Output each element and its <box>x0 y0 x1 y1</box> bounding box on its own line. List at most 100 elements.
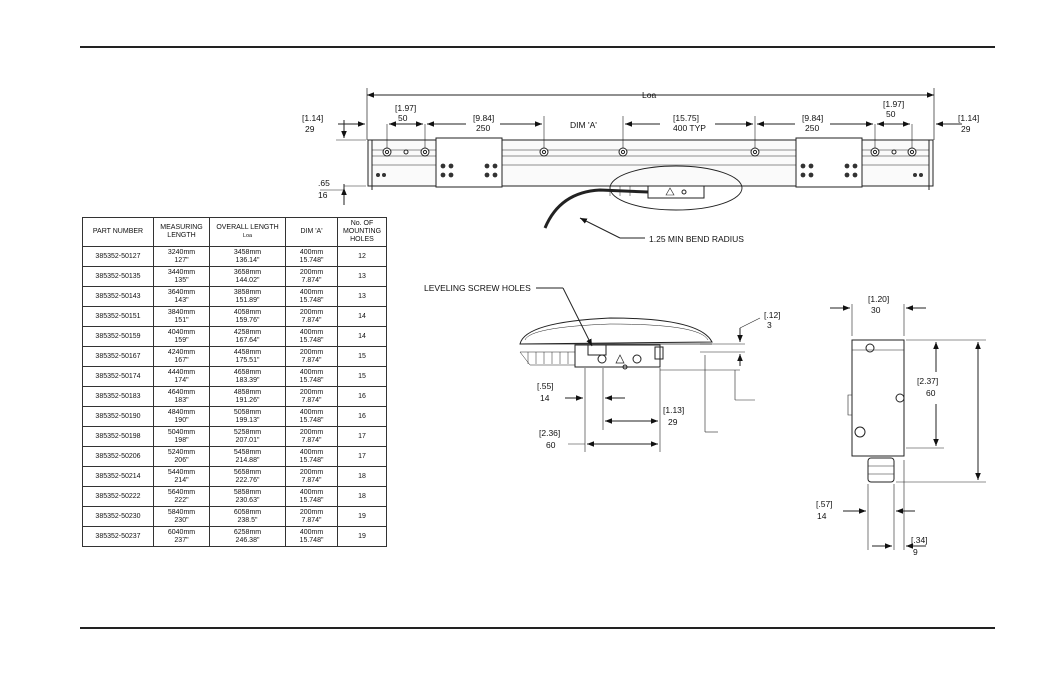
dim-a-in: 7.874" <box>301 476 322 484</box>
dim-a-in: 15.748" <box>299 536 324 544</box>
measuring-mm: 4040mm <box>167 328 196 336</box>
overall-in: 199.13" <box>235 416 260 424</box>
col-mounting-holes: No. OF MOUNTING HOLES <box>337 217 387 247</box>
overall-in: 207.01" <box>235 436 260 444</box>
part-number-cell: 385352-50230 <box>82 506 154 527</box>
part-number-cell: 385352-50190 <box>82 406 154 427</box>
overall-mm: 6258mm <box>233 528 262 536</box>
measuring-in: 174" <box>174 376 189 384</box>
col-overall-length-label: OVERALL LENGTH <box>216 224 279 231</box>
right-pitch-in: [9.84] <box>802 113 823 123</box>
overall-mm: 4058mm <box>233 308 262 316</box>
height-mm: 16 <box>318 190 328 200</box>
col-part-number: PART NUMBER <box>82 217 154 247</box>
mounting-holes-cell: 18 <box>337 466 387 487</box>
reading-head-end-view <box>830 304 986 550</box>
d57-mm: 14 <box>817 511 827 521</box>
right-pitch-mm: 250 <box>805 123 819 133</box>
dim-a-mm: 200mm <box>299 508 324 516</box>
bottom-rule <box>80 627 995 629</box>
dim-a-in: 7.874" <box>301 396 322 404</box>
mounting-holes-cell: 19 <box>337 506 387 527</box>
bend-radius-label: 1.25 MIN BEND RADIUS <box>649 234 744 244</box>
dim-a-in: 15.748" <box>299 456 324 464</box>
right-end-mm: 29 <box>961 124 971 134</box>
measuring-mm: 5840mm <box>167 508 196 516</box>
dim-a-label: DIM 'A' <box>570 120 597 130</box>
dim-a-mm: 400mm <box>299 408 324 416</box>
overall-in: 151.89" <box>235 296 260 304</box>
left-end-in: [1.14] <box>302 113 323 123</box>
d55-mm: 14 <box>540 393 550 403</box>
col-dim-a: DIM 'A' <box>285 217 338 247</box>
left-pitch-in: [9.84] <box>473 113 494 123</box>
d237-in: [2.37] <box>917 376 938 386</box>
part-number-cell: 385352-50159 <box>82 326 154 347</box>
dim-a-mm: 200mm <box>299 388 324 396</box>
mounting-holes-cell: 14 <box>337 326 387 347</box>
left-pitch-mm: 250 <box>476 123 490 133</box>
dim-a-mm: 400mm <box>299 528 324 536</box>
measuring-mm: 3840mm <box>167 308 196 316</box>
dim-a-mm: 200mm <box>299 348 324 356</box>
overall-mm: 3458mm <box>233 248 262 256</box>
part-number-cell: 385352-50127 <box>82 246 154 267</box>
dim-a-in: 7.874" <box>301 436 322 444</box>
dim-a-mm: 200mm <box>299 468 324 476</box>
measuring-in: 143" <box>174 296 189 304</box>
top-rule <box>80 46 995 48</box>
measuring-in: 167" <box>174 356 189 364</box>
left-end-mm: 29 <box>305 124 315 134</box>
right-hole-mm: 50 <box>886 109 896 119</box>
dim-a-mm: 400mm <box>299 328 324 336</box>
mounting-holes-cell: 17 <box>337 446 387 467</box>
d113-mm: 29 <box>668 417 678 427</box>
measuring-in: 222" <box>174 496 189 504</box>
mounting-holes-cell: 18 <box>337 486 387 507</box>
part-number-cell: 385352-50222 <box>82 486 154 507</box>
col-measuring-length: MEASURING LENGTH <box>153 217 210 247</box>
measuring-in: 127" <box>174 256 189 264</box>
measuring-mm: 4440mm <box>167 368 196 376</box>
right-end-in: [1.14] <box>958 113 979 123</box>
d237-mm: 60 <box>926 388 936 398</box>
part-number-table: PART NUMBER MEASURING LENGTH OVERALL LEN… <box>82 217 387 547</box>
mounting-holes-cell: 16 <box>337 386 387 407</box>
dim-a-mm: 200mm <box>299 428 324 436</box>
d55-in: [.55] <box>537 381 554 391</box>
d236-in: [2.36] <box>539 428 560 438</box>
overall-mm: 4858mm <box>233 388 262 396</box>
overall-in: 144.02" <box>235 276 260 284</box>
d34-in: [.34] <box>911 535 928 545</box>
overall-mm: 5058mm <box>233 408 262 416</box>
part-number-cell: 385352-50174 <box>82 366 154 387</box>
d113-in: [1.13] <box>663 405 684 415</box>
